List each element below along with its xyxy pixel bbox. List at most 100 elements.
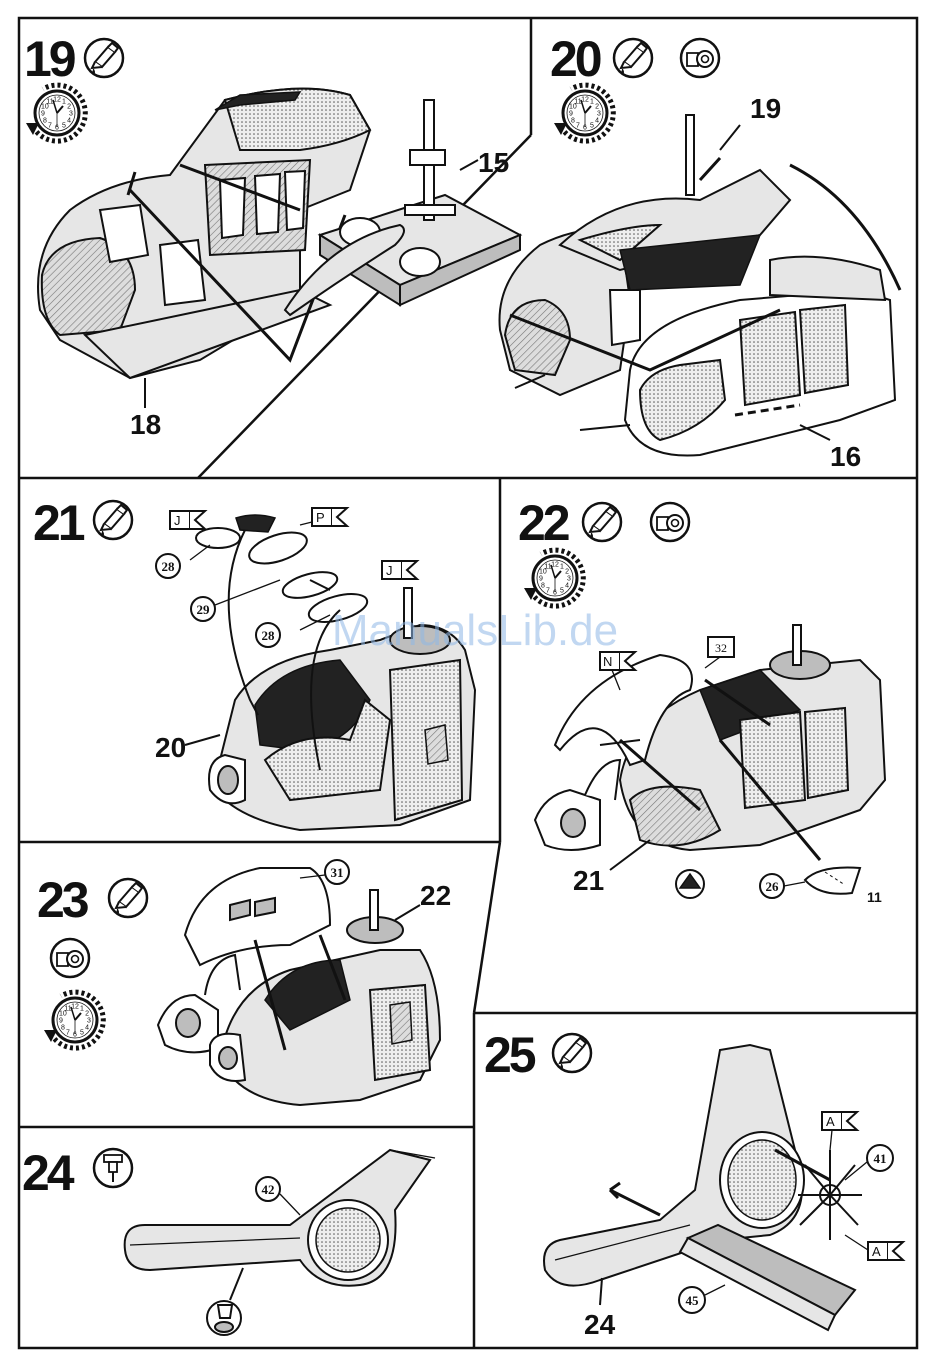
svg-text:A: A — [826, 1114, 835, 1129]
warning-icon — [676, 870, 704, 898]
step-22-number: 22 — [518, 495, 569, 551]
svg-text:42: 42 — [262, 1182, 275, 1197]
tape-roll-icon — [51, 939, 89, 977]
callout-18: 18 — [130, 409, 161, 440]
clock-number: 5 — [62, 123, 66, 130]
clock-number: 3 — [69, 111, 73, 118]
clock-number: 9 — [539, 576, 543, 583]
step-21-number: 21 — [33, 495, 85, 551]
clock-number: 9 — [41, 111, 45, 118]
step-24-drawing — [125, 1150, 435, 1335]
svg-text:45: 45 — [686, 1293, 700, 1308]
clock-number: 8 — [61, 1025, 65, 1032]
glue-tube-icon — [94, 501, 132, 539]
watermark: ManualsLib.de — [332, 606, 618, 655]
clock-number: 11 — [64, 1005, 71, 1012]
part-28-b: 28 — [256, 623, 280, 647]
tape-roll-icon — [651, 503, 689, 541]
clock-number: 7 — [66, 1030, 70, 1037]
clock-number: 11 — [574, 98, 581, 105]
callout-11: 11 — [867, 889, 882, 905]
step-20-number: 20 — [550, 31, 601, 87]
step-19: 19 121234567891011 — [24, 31, 520, 440]
clock-number: 4 — [67, 118, 71, 125]
svg-text:41: 41 — [874, 1151, 887, 1166]
part-31: 31 — [325, 860, 349, 884]
glue-tube-icon — [553, 1034, 591, 1072]
glue-tube-icon — [109, 879, 147, 917]
step-19-number: 19 — [24, 31, 75, 87]
step-20: 20 121234567891011 19 — [500, 31, 901, 472]
clock-number: 5 — [80, 1030, 84, 1037]
clock-number: 11 — [544, 563, 551, 570]
step-25: 25 A — [484, 1027, 903, 1340]
step-21: 21 — [33, 495, 475, 830]
hand-drill-icon — [94, 1149, 132, 1187]
step-25-number: 25 — [484, 1027, 536, 1083]
clock-number: 1 — [560, 563, 564, 570]
step-24: 24 42 — [22, 1145, 435, 1335]
step-21-drawing — [190, 515, 475, 830]
step-22: 22 121234567891011 — [518, 495, 885, 905]
svg-text:J: J — [174, 513, 181, 528]
step-23-number: 23 — [37, 872, 88, 928]
clock-number: 11 — [46, 98, 53, 105]
part-41: 41 — [867, 1145, 893, 1171]
clock-number: 5 — [560, 588, 564, 595]
clock-number: 2 — [565, 569, 569, 576]
step-20-drawing — [500, 115, 901, 456]
glue-tube-icon — [583, 503, 621, 541]
svg-text:32: 32 — [715, 641, 727, 655]
step-25-drawing — [544, 1045, 862, 1330]
clock-number: 1 — [590, 98, 594, 105]
clock-number: 8 — [571, 118, 575, 125]
clock-number: 1 — [80, 1005, 84, 1012]
part-45: 45 — [679, 1287, 705, 1313]
clock-number: 2 — [67, 104, 71, 111]
part-28: 28 — [156, 554, 180, 578]
clock-number: 4 — [595, 118, 599, 125]
clock-number: 7 — [546, 588, 550, 595]
glue-tube-icon — [614, 39, 652, 77]
hand-drill-icon — [207, 1268, 243, 1335]
clock-number: 3 — [597, 111, 601, 118]
callout-19: 19 — [750, 93, 781, 124]
callout-22: 22 — [420, 880, 451, 911]
clock-number: 4 — [565, 583, 569, 590]
svg-text:J: J — [386, 563, 393, 578]
flag-p: P — [312, 508, 347, 526]
flag-j: J — [170, 511, 205, 529]
svg-text:26: 26 — [766, 879, 780, 894]
svg-text:28: 28 — [162, 559, 176, 574]
svg-text:A: A — [872, 1244, 881, 1259]
svg-text:28: 28 — [262, 628, 276, 643]
clock-number: 8 — [43, 118, 47, 125]
clock-number: 2 — [85, 1011, 89, 1018]
flag-j-2: J — [382, 561, 417, 579]
clock-number: 3 — [567, 576, 571, 583]
step-24-number: 24 — [22, 1145, 75, 1201]
part-26: 26 — [760, 874, 784, 898]
callout-21: 21 — [573, 865, 604, 896]
tape-roll-icon — [681, 39, 719, 77]
clock-number: 5 — [590, 123, 594, 130]
svg-text:31: 31 — [331, 865, 344, 880]
step-19-drawing — [38, 89, 520, 378]
clock-number: 4 — [85, 1025, 89, 1032]
clock-number: 7 — [48, 123, 52, 130]
callout-15: 15 — [478, 147, 509, 178]
clock-number: 3 — [87, 1018, 91, 1025]
flag-a: A — [822, 1112, 857, 1130]
svg-text:P: P — [316, 510, 325, 525]
clock-number: 9 — [569, 111, 573, 118]
part-29: 29 — [191, 597, 215, 621]
step-22-drawing — [535, 625, 885, 898]
callout-20: 20 — [155, 732, 186, 763]
glue-tube-icon — [85, 39, 123, 77]
clock-number: 2 — [595, 104, 599, 111]
part-42: 42 — [256, 1177, 280, 1201]
callout-24: 24 — [584, 1309, 616, 1340]
